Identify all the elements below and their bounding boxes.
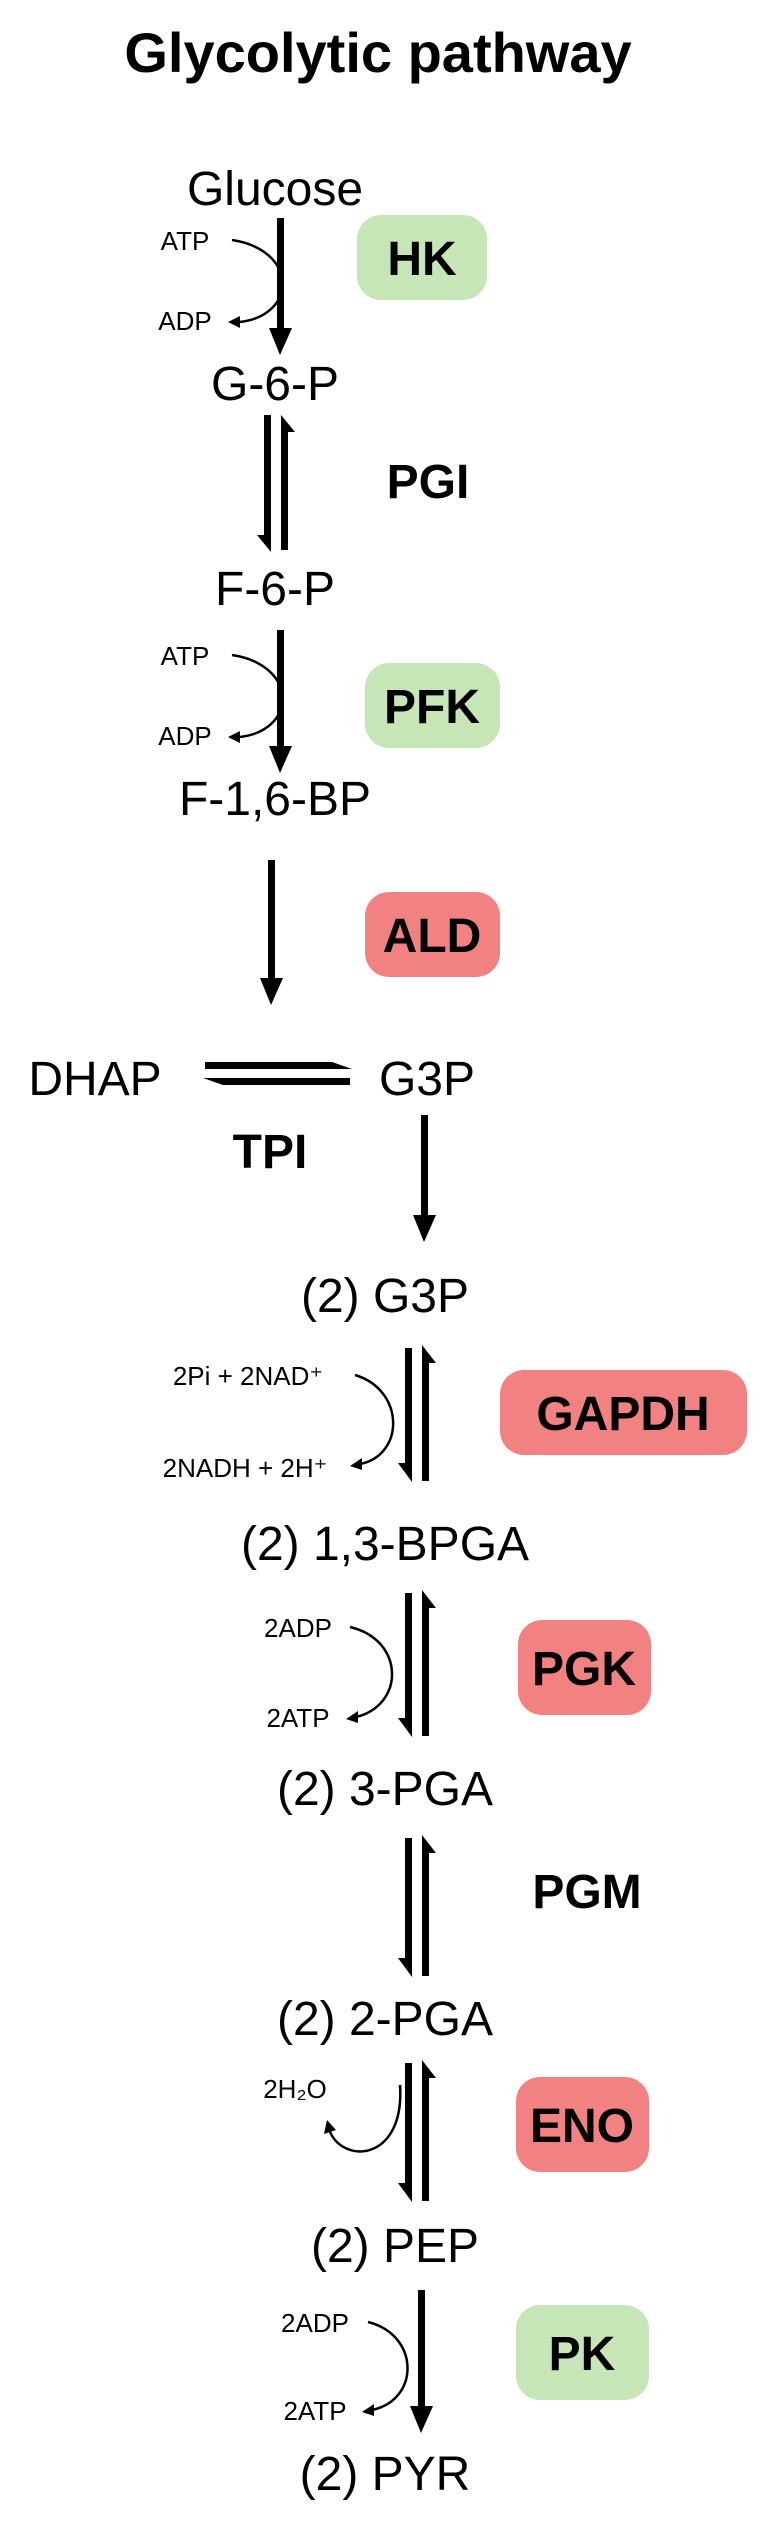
enzyme-pk: PK xyxy=(549,2328,616,2381)
cofactor-pk-in: 2ADP xyxy=(281,2308,349,2338)
metabolite-dhap: DHAP xyxy=(28,1053,161,1106)
arrow-g3p-doubling xyxy=(413,1115,436,1242)
cofactor-curve-gapdh xyxy=(350,1373,395,1470)
arrow-pfk xyxy=(269,630,292,773)
metabolite-3pga: (2) 3-PGA xyxy=(277,1763,493,1816)
enzyme-pfk: PFK xyxy=(384,681,480,734)
metabolite-pyr: (2) PYR xyxy=(300,2448,471,2501)
arrow-pgi xyxy=(257,415,295,552)
metabolite-g3p-double: (2) G3P xyxy=(301,1270,469,1323)
badge-ald xyxy=(365,892,500,977)
cofactor-pfk-in: ATP xyxy=(161,641,210,671)
cofactor-pfk-out: ADP xyxy=(158,721,211,751)
arrow-pk xyxy=(410,2290,433,2433)
cofactor-eno-out: 2H₂O xyxy=(263,2074,327,2104)
cofactor-gapdh-out: 2NADH + 2H⁺ xyxy=(163,1453,328,1483)
cofactor-gapdh-in: 2Pi + 2NAD⁺ xyxy=(173,1361,323,1391)
metabolite-g6p: G-6-P xyxy=(211,358,339,411)
metabolite-2pga: (2) 2-PGA xyxy=(277,1993,493,2046)
metabolite-pep: (2) PEP xyxy=(311,2220,479,2273)
cofactor-curve-pk xyxy=(362,2320,409,2416)
diagram-title: Glycolytic pathway xyxy=(124,21,631,84)
cofactor-pk-out: 2ATP xyxy=(283,2396,346,2426)
arrow-pgm xyxy=(398,1835,436,1977)
arrow-hk xyxy=(269,218,292,355)
metabolite-f6p: F-6-P xyxy=(215,563,335,616)
cofactor-pgk-in: 2ADP xyxy=(264,1613,332,1643)
metabolite-bpga: (2) 1,3-BPGA xyxy=(241,1518,529,1571)
cofactor-curve-hk xyxy=(228,238,284,328)
badge-eno xyxy=(516,2077,649,2172)
cofactor-curve-pfk xyxy=(228,653,284,743)
badge-pgk xyxy=(518,1620,651,1715)
enzyme-pgi: PGI xyxy=(387,456,470,509)
badge-gapdh xyxy=(500,1370,747,1455)
enzyme-hk: HK xyxy=(387,233,457,286)
badge-pfk xyxy=(365,663,500,748)
metabolite-f16bp: F-1,6-BP xyxy=(179,773,371,826)
enzyme-pgm: PGM xyxy=(532,1866,641,1919)
badge-hk xyxy=(357,215,487,300)
cofactor-curve-eno xyxy=(324,2084,402,2153)
arrow-eno xyxy=(398,2060,436,2202)
cofactor-pgk-out: 2ATP xyxy=(266,1703,329,1733)
arrow-gapdh xyxy=(398,1345,436,1482)
cofactor-curve-pgk xyxy=(346,1625,394,1723)
enzyme-gapdh: GAPDH xyxy=(536,1388,709,1441)
arrow-tpi xyxy=(203,1062,352,1085)
enzyme-eno: ENO xyxy=(530,2100,634,2153)
enzyme-ald: ALD xyxy=(383,910,482,963)
badge-pk xyxy=(516,2305,649,2400)
metabolite-g3p: G3P xyxy=(379,1053,475,1106)
arrow-ald xyxy=(260,860,283,1005)
arrow-pgk xyxy=(398,1590,436,1737)
cofactor-hk-out: ADP xyxy=(158,306,211,336)
metabolite-glucose: Glucose xyxy=(187,163,363,216)
enzyme-pgk: PGK xyxy=(532,1643,636,1696)
cofactor-hk-in: ATP xyxy=(161,226,210,256)
enzyme-tpi: TPI xyxy=(233,1126,308,1179)
